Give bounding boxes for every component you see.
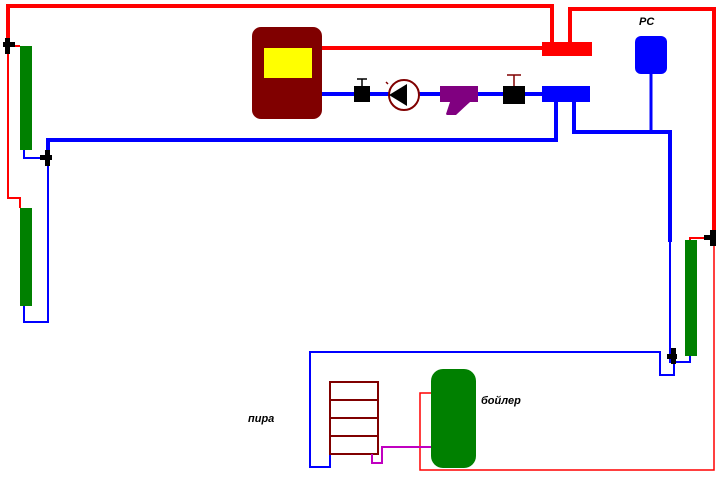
supply-boiler-loop	[419, 240, 715, 471]
return-left-lower-radiator	[23, 158, 49, 323]
radiator-valves	[3, 38, 716, 364]
supply-left-drop	[7, 46, 21, 208]
supply-right-riser	[568, 7, 716, 236]
return-lower-loop	[309, 351, 675, 468]
towel-dryer	[329, 381, 379, 455]
mud-filter	[440, 86, 478, 115]
heater-window	[264, 48, 312, 78]
radiator-left-lower	[20, 208, 32, 306]
supply-main-top	[6, 4, 554, 45]
dryer-boiler-connection	[371, 446, 431, 464]
boiler-label: бойлер	[481, 395, 521, 407]
circulation-pump	[385, 79, 420, 111]
return-right-branch	[572, 102, 672, 242]
dryer-label: пира	[248, 413, 274, 425]
supply-manifold	[542, 42, 592, 56]
radiator-right	[685, 240, 697, 356]
shutoff-valve-right	[503, 74, 525, 104]
return-right-radiator	[669, 242, 691, 363]
return-pipes	[23, 74, 691, 468]
expansion-tank-label: РС	[639, 16, 655, 28]
radiator-left-upper	[20, 46, 32, 150]
return-manifold	[542, 86, 590, 102]
return-main-left	[46, 102, 558, 158]
shutoff-valve-left	[354, 78, 370, 102]
expansion-tank	[635, 36, 667, 74]
boiler-tank	[431, 369, 476, 468]
